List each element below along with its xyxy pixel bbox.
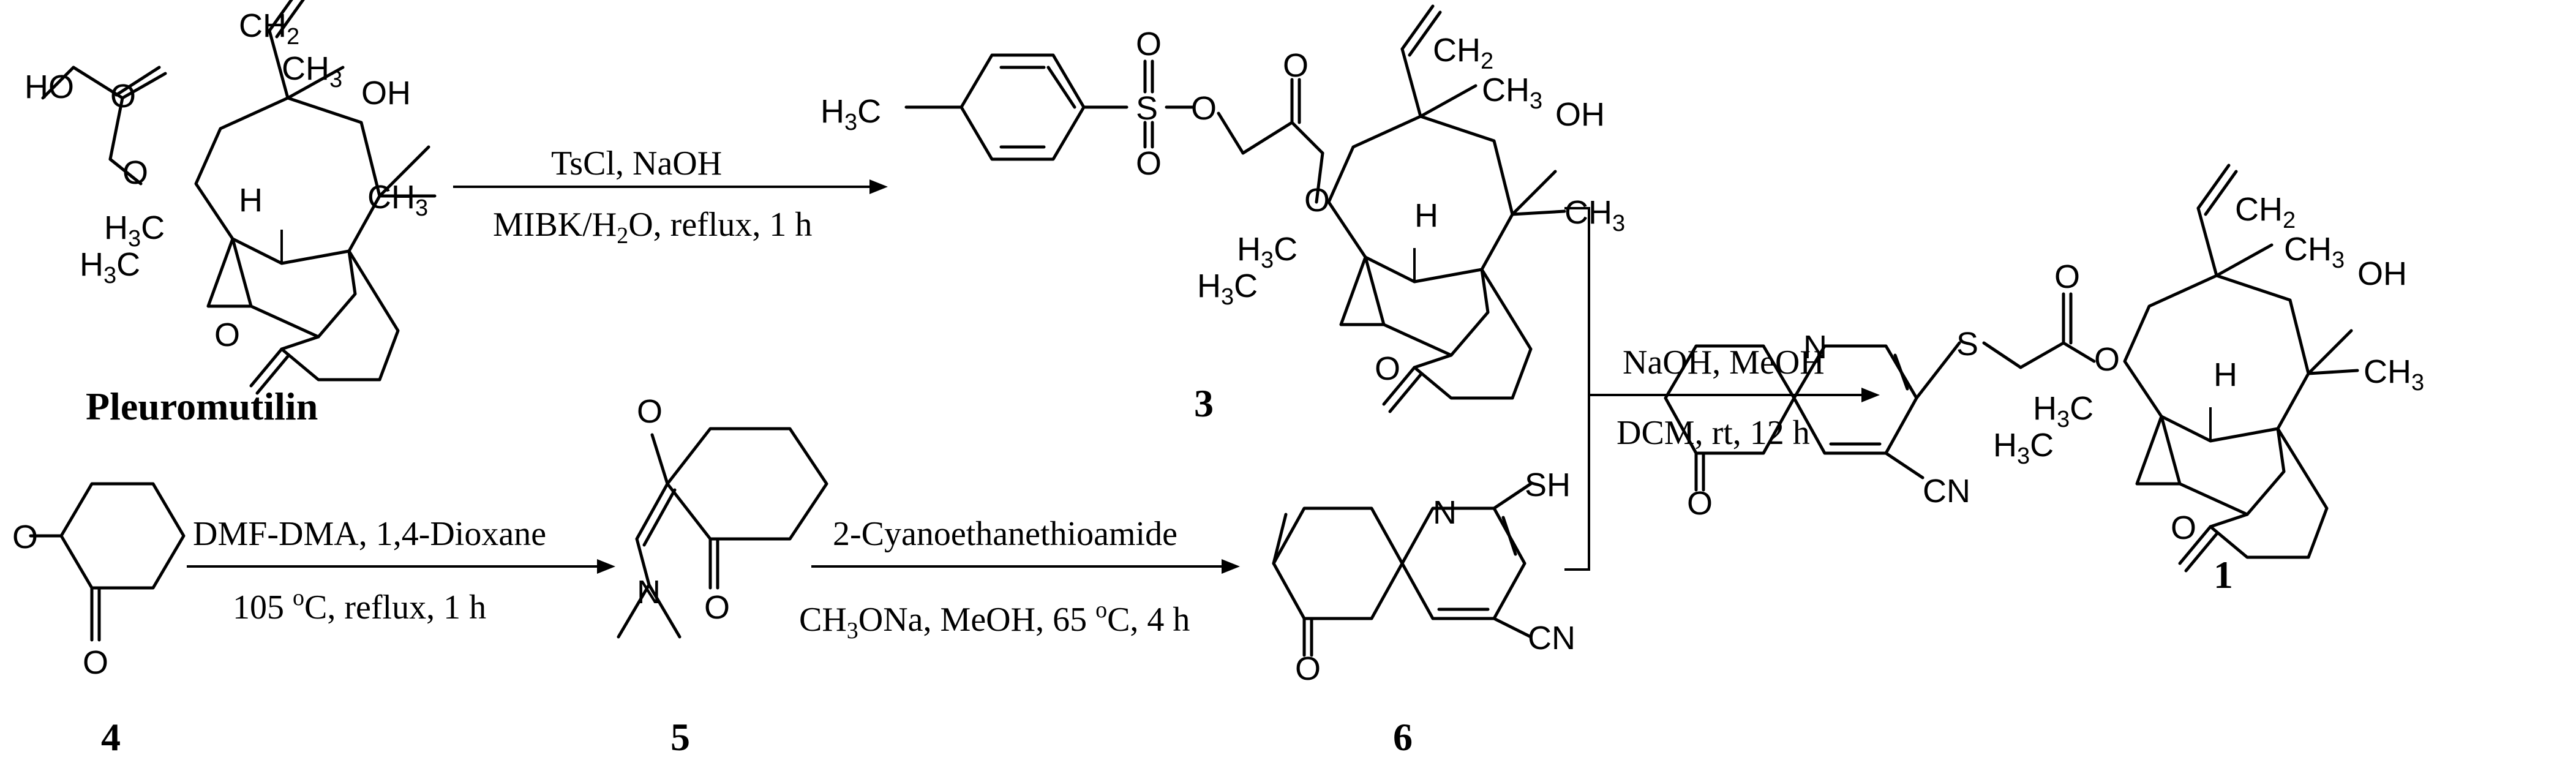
atom-o-ester-1: O [2094,341,2120,378]
compound-5-structure [617,427,828,639]
atom-n-5: N [637,574,661,611]
atom-o-carbonyl-pleuromutilin: O [110,78,136,115]
label-compound-1: 1 [2214,553,2233,596]
atom-ketone-o-ring-1: O [1687,485,1713,522]
atom-ch3-1: CH3 [2284,231,2345,273]
reagents-step1: TsCl, NaOH [551,145,722,182]
atom-o2-5: O [704,589,730,626]
atom-ketone-o-3: O [1375,350,1400,387]
atom-h3c-b-3: H3C [1197,268,1258,310]
atom-o-ester-3: O [1304,182,1330,219]
conditions-step2: 105 oC, reflux, 1 h [233,585,486,626]
compound-1-structure [1664,165,2359,571]
atom-o2-tosyl: O [1136,145,1162,182]
atom-o2-4: O [83,644,108,681]
atom-s-tosyl: S [1136,90,1158,127]
label-compound-3: 3 [1194,382,1214,425]
atom-oh-1: OH [2357,255,2407,292]
arrow-step4 [1589,388,1880,402]
label-pleuromutilin: Pleuromutilin [86,385,318,428]
label-compound-5: 5 [670,715,690,759]
atom-ketone-o-pleuromutilin: O [214,317,240,353]
compound-4-structure [29,482,186,642]
atom-h-1: H [2214,356,2237,393]
arrow-step2 [187,559,615,574]
atom-o1-tosyl: O [1136,26,1162,62]
atom-h-3: H [1414,197,1438,234]
conditions-step4: DCM, rt, 12 h [1617,414,1810,452]
atom-ho-pleuromutilin: HO [24,69,74,105]
atom-ch3-3: CH3 [1482,72,1542,114]
label-compound-4: 4 [101,715,121,759]
atom-o-6: O [1295,650,1321,687]
atom-h3c-b-pleuromutilin: H3C [80,246,140,288]
atom-ch2-pleuromutilin: CH2 [239,7,299,50]
reagents-step4: NaOH, MeOH [1623,344,1825,382]
atom-ch2-3: CH2 [1433,32,1493,74]
atom-o1-5: O [637,393,663,430]
atom-h3c-a-3: H3C [1237,231,1297,273]
conditions-step1: MIBK/H2O, reflux, 1 h [493,206,812,249]
atom-n-6: N [1433,494,1457,531]
atom-cn-1: CN [1923,473,1970,510]
atom-h3c-a-pleuromutilin: H3C [104,209,165,252]
compound-6-structure [1272,482,1533,657]
atom-ch2-1: CH2 [2235,191,2296,233]
atom-o-sulfonate: O [1191,90,1217,127]
atom-o-carbonyl-1: O [2054,258,2080,295]
atom-ketone-o-1: O [2171,510,2196,546]
atom-o-carbonyl-3: O [1283,47,1309,84]
atom-oh-3: OH [1555,96,1605,133]
atom-ch3b-1: CH3 [2364,353,2424,396]
atom-ch3b-pleuromutilin: CH3 [367,179,428,221]
arrow-step3 [811,559,1240,574]
atom-oh-pleuromutilin: OH [361,75,411,111]
atom-h3c-a-1: H3C [2033,390,2093,432]
atom-sh-6: SH [1525,467,1571,503]
arrow-step1 [453,179,888,194]
compound-3-structure [904,6,1566,412]
reagents-step3: 2-Cyanoethanethioamide [833,515,1177,553]
conditions-step3: CH3ONa, MeOH, 65 oC, 4 h [799,597,1190,644]
convergence-bracket [1564,207,1590,571]
label-compound-6: 6 [1393,715,1413,759]
atom-o-ester-pleuromutilin: O [122,154,148,191]
atom-h3c-b-1: H3C [1993,427,2054,469]
atom-ch3-pleuromutilin: CH3 [282,50,342,92]
atom-s-1: S [1956,326,1978,363]
reagents-step2: DMF-DMA, 1,4-Dioxane [193,515,546,553]
atom-cn-6: CN [1528,620,1575,656]
atom-ch3b-3: CH3 [1564,194,1625,236]
atom-o1-4: O [12,519,38,555]
atom-n-1: N [1803,329,1827,366]
atom-h-pleuromutilin: H [239,182,263,219]
pleuromutilin-structure [41,0,437,393]
atom-h3c-tosyl: H3C [820,93,881,135]
